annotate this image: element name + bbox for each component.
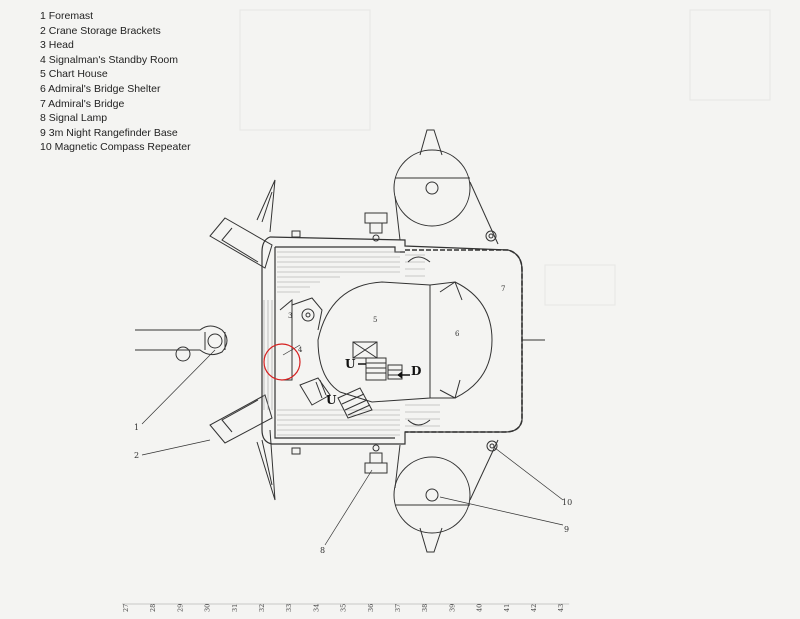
frame-scale-label: 38 (421, 604, 429, 612)
stair-up-label: U (345, 357, 356, 371)
stairways (299, 341, 403, 419)
legend-item-6: 6 Admiral's Bridge Shelter (40, 82, 161, 95)
compass-repeaters (305, 230, 498, 452)
callout-3: 3 (288, 312, 292, 320)
callout-4: 4 (298, 346, 303, 354)
callout-6: 6 (455, 330, 460, 338)
ghost-bleedthrough (239, 9, 771, 306)
legend-item-3: 3 Head (40, 39, 74, 52)
callout-1: 1 (134, 423, 139, 432)
legend-item-8: 8 Signal Lamp (40, 112, 108, 125)
callout-5: 5 (373, 316, 377, 324)
deck-outline (261, 236, 523, 445)
admirals-bridge (405, 249, 545, 433)
leader-lines (141, 344, 564, 546)
frame-scale-label: 27 (122, 604, 130, 612)
legend-item-1: 1 Foremast (40, 10, 94, 22)
deck-planking (263, 251, 440, 436)
frame-scale-label: 41 (503, 604, 511, 612)
legend-item-7: 7 Admiral's Bridge (40, 97, 125, 110)
signal-lamps (291, 212, 388, 474)
chart-house (279, 281, 431, 403)
callout-7: 7 (501, 285, 505, 293)
frame-scale: 27 28 29 30 31 32 33 34 35 36 37 38 39 40 41 42 43 (122, 603, 570, 612)
callout-10: 10 (562, 498, 572, 507)
admirals-bridge-shelter (429, 281, 493, 399)
frame-scale-label: 32 (258, 604, 266, 612)
frame-scale-label: 30 (204, 604, 212, 612)
rangefinder-bases (393, 129, 499, 553)
frame-scale-label: 34 (312, 604, 320, 612)
highlight-circle (263, 343, 301, 381)
legend-item-4: 4 Signalman's Standby Room (40, 53, 178, 66)
foremast (135, 325, 228, 362)
callout-8: 8 (320, 546, 325, 555)
frame-scale-label: 29 (176, 604, 184, 612)
callout-2: 2 (134, 451, 139, 460)
frame-scale-label: 33 (285, 604, 293, 612)
legend-item-10: 10 Magnetic Compass Repeater (40, 141, 191, 154)
callout-numbers: 1 2 3 4 5 6 7 8 9 10 (134, 285, 572, 555)
frame-scale-label: 31 (231, 604, 239, 612)
frame-scale-label: 37 (394, 604, 402, 612)
stair-down-label: D (411, 364, 421, 378)
stair-up-lower-label: U (326, 393, 337, 407)
callout-9: 9 (564, 525, 569, 534)
frame-scale-label: 28 (149, 604, 157, 612)
stair-labels: U D U (326, 357, 421, 407)
frame-scale-label: 35 (340, 604, 348, 612)
legend-item-9: 9 3m Night Rangefinder Base (40, 126, 178, 139)
foremast-struts (209, 179, 276, 501)
frame-scale-label: 39 (448, 604, 456, 612)
frame-scale-label: 36 (367, 604, 375, 612)
legend-item-5: 5 Chart House (40, 68, 108, 81)
legend: 1 Foremast 2 Crane Storage Brackets 3 He… (40, 9, 191, 155)
legend-item-2: 2 Crane Storage Brackets (40, 24, 161, 37)
frame-scale-label: 43 (557, 604, 565, 612)
frame-scale-label: 40 (476, 604, 484, 612)
frame-scale-label: 42 (530, 604, 538, 612)
